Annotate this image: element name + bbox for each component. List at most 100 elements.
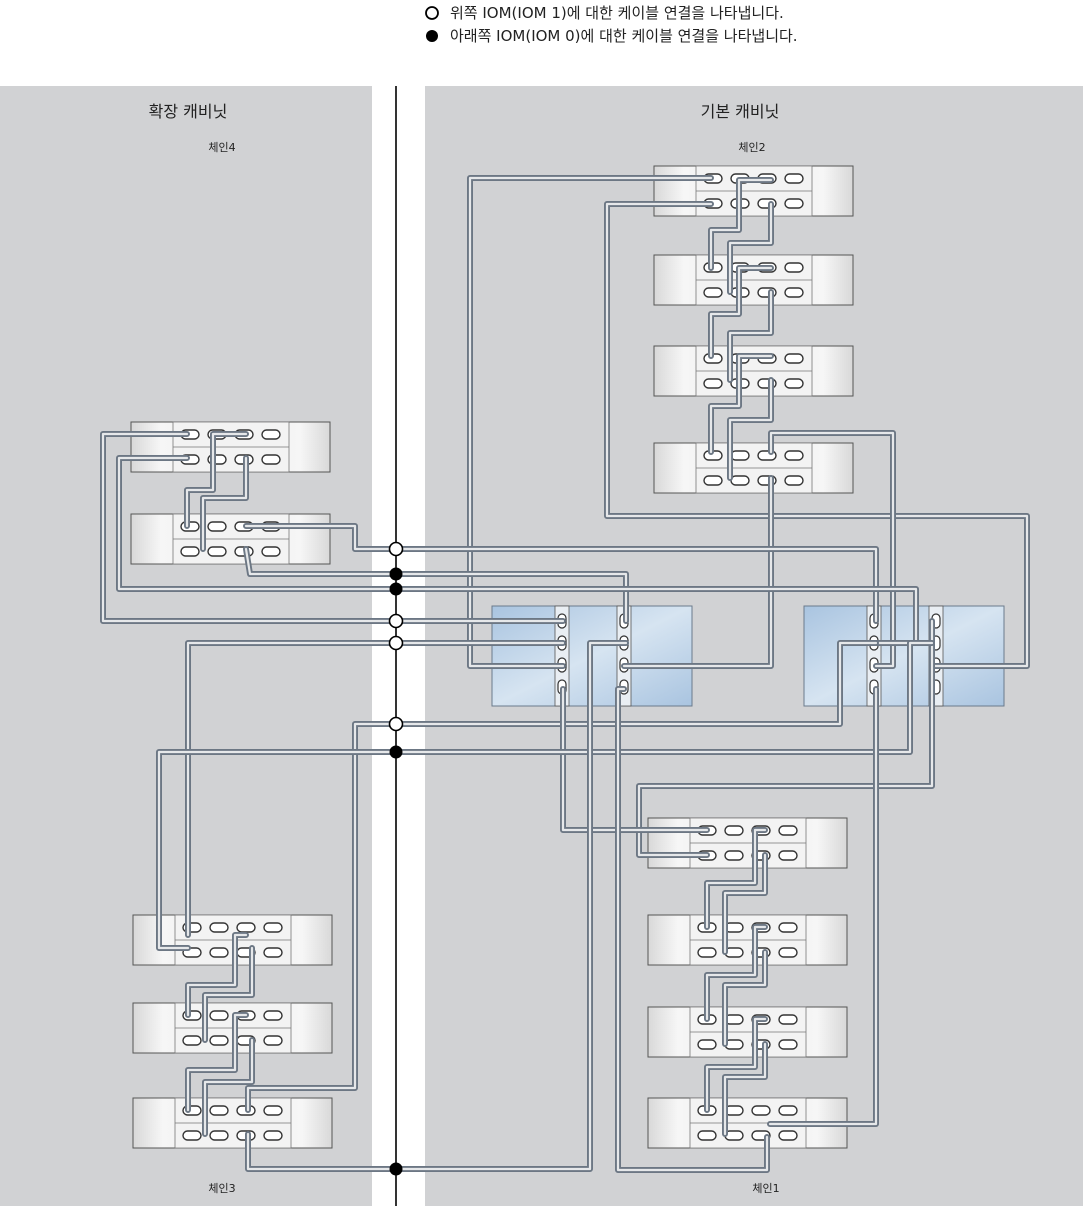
sas-cable (708, 265, 774, 359)
hollow-circle-icon (388, 541, 404, 557)
sas-cable (722, 949, 768, 1047)
sas-port (261, 429, 281, 440)
sas-port (209, 1130, 229, 1141)
sas-port (784, 173, 804, 184)
sas-port (261, 546, 281, 557)
sas-port (697, 1039, 717, 1050)
sas-port (703, 287, 723, 298)
filled-circle-icon (389, 745, 403, 759)
sas-cable (727, 377, 774, 481)
sas-port (784, 262, 804, 273)
sas-port (209, 1010, 229, 1021)
sas-port (784, 475, 804, 486)
hollow-circle-icon (388, 613, 404, 629)
sas-port (263, 1035, 283, 1046)
chain3-shelf-2 (132, 1002, 333, 1054)
sas-cable (767, 686, 879, 1127)
sas-port (263, 1130, 283, 1141)
sas-port (263, 947, 283, 958)
sas-cable (243, 546, 629, 624)
sas-port (209, 1105, 229, 1116)
sas-cable (200, 455, 249, 552)
chain-label-2: 체인2 (738, 141, 765, 154)
sas-cable (768, 430, 896, 669)
sas-cable (621, 475, 774, 669)
sas-port (263, 1010, 283, 1021)
sas-cable (708, 353, 774, 455)
sas-cable (560, 686, 710, 833)
sas-port (784, 450, 804, 461)
sas-cable (185, 932, 249, 1018)
sas-port (730, 475, 750, 486)
chain1-shelf-1 (647, 817, 848, 869)
sas-port (182, 1130, 202, 1141)
chain-label-4: 체인4 (208, 141, 235, 154)
sas-cable (202, 945, 255, 1043)
sas-port (209, 922, 229, 933)
sas-cable (185, 1012, 249, 1113)
chain-label-3: 체인3 (208, 1182, 235, 1195)
sas-port (207, 546, 227, 557)
chain1-shelf-3 (647, 1006, 848, 1058)
legend-item-upper-iom: 위쪽 IOM(IOM 1)에 대한 케이블 연결을 나타냅니다. (450, 4, 784, 22)
sas-port (182, 1035, 202, 1046)
filled-circle-icon (426, 30, 438, 42)
sas-port (207, 521, 227, 532)
hollow-circle-icon (388, 635, 404, 651)
sas-port (703, 378, 723, 389)
hollow-circle-icon (425, 6, 439, 20)
sas-port (778, 1039, 798, 1050)
sas-cable (184, 431, 249, 529)
sas-port (778, 1014, 798, 1025)
sas-cable (704, 1016, 768, 1113)
sas-cable (245, 640, 629, 1172)
sas-cable (636, 618, 935, 858)
legend: 위쪽 IOM(IOM 1)에 대한 케이블 연결을 나타냅니다. 아래쪽 IOM… (425, 4, 798, 45)
sas-port (784, 353, 804, 364)
filled-circle-icon (389, 582, 403, 596)
sas-port (730, 450, 750, 461)
sas-port (263, 922, 283, 933)
sas-cable (245, 640, 879, 1113)
hollow-circle-icon (388, 716, 404, 732)
sas-cable (393, 586, 919, 646)
sas-port (784, 378, 804, 389)
sas-cable (202, 1037, 255, 1137)
sas-port (778, 850, 798, 861)
sas-cable (722, 852, 768, 955)
sas-port (751, 1105, 771, 1116)
sas-cable (100, 431, 566, 624)
sas-port (724, 850, 744, 861)
sas-cable (727, 289, 774, 383)
sas-port (724, 825, 744, 836)
sas-cable (467, 175, 714, 669)
sas-cable (708, 177, 774, 271)
sas-cable (185, 640, 566, 938)
chain3-shelf-3 (132, 1097, 333, 1149)
expansion-cabinet-title: 확장 캐비닛 (149, 102, 228, 121)
sas-cable (727, 201, 774, 295)
legend-item-lower-iom: 아래쪽 IOM(IOM 0)에 대한 케이블 연결을 나타냅니다. (450, 27, 798, 45)
sas-cable (156, 640, 935, 951)
sas-port (784, 287, 804, 298)
filled-circle-icon (389, 567, 403, 581)
sas-port (778, 947, 798, 958)
sas-cable (704, 827, 768, 930)
sas-port (778, 1130, 798, 1141)
sas-port (778, 922, 798, 933)
filled-circle-icon (389, 1162, 403, 1176)
sas-port (784, 198, 804, 209)
sas-port (778, 825, 798, 836)
sas-port (261, 454, 281, 465)
chain2-shelf-4 (653, 442, 854, 494)
sas-port (209, 947, 229, 958)
chain2-shelf-2 (653, 254, 854, 306)
sas-port (180, 546, 200, 557)
chain4-shelf-1 (130, 421, 331, 473)
sas-cable (704, 924, 768, 1022)
sas-cable (722, 1041, 768, 1137)
base-cabinet-title: 기본 캐비닛 (701, 102, 780, 121)
sas-port (209, 1035, 229, 1046)
sas-cable (116, 455, 399, 592)
